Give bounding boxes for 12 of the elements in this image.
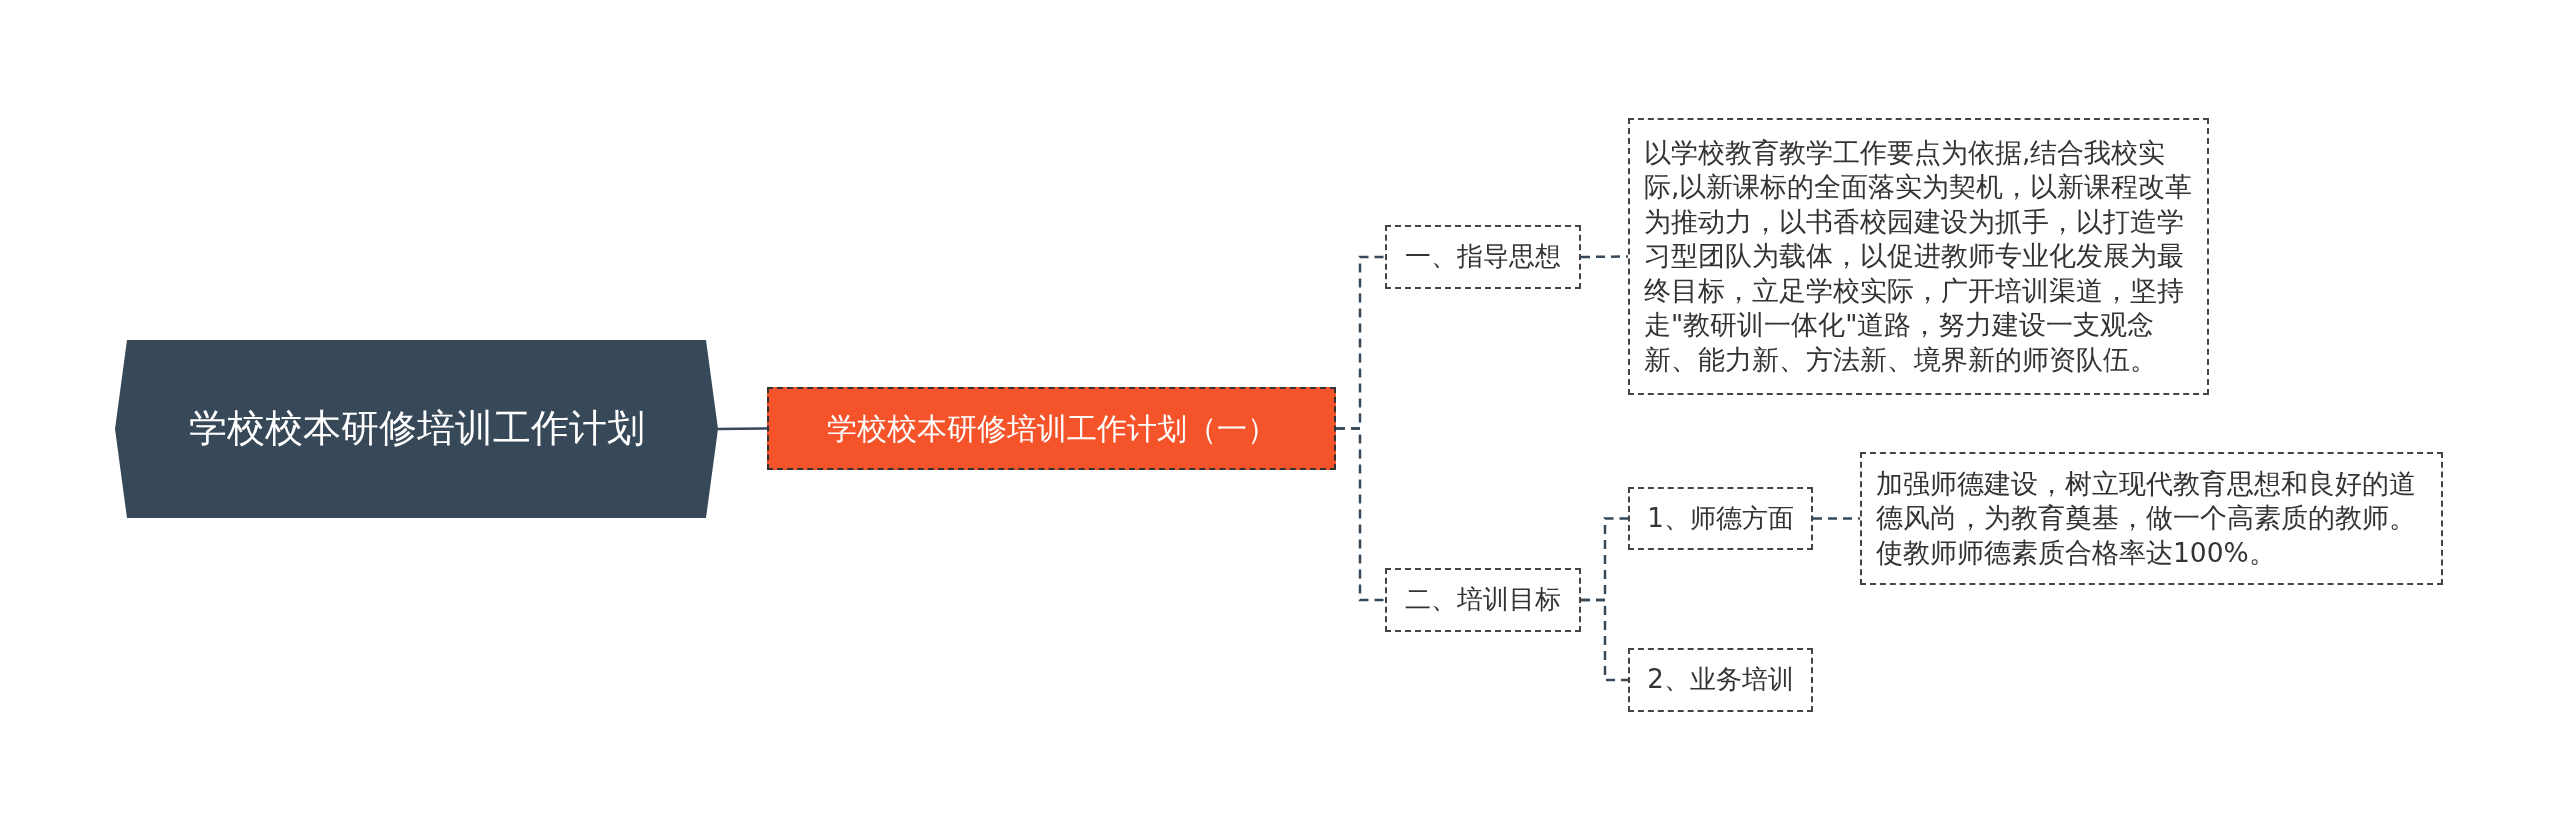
text-box: 加强师德建设，树立现代教育思想和良好的道德风尚，为教育奠基，做一个高素质的教师。使教师师德素质合格率达100%。	[1860, 452, 2443, 585]
connector-line	[718, 427, 767, 431]
subtopic-box: 1、师德方面	[1628, 487, 1813, 550]
connector-line	[1581, 255, 1628, 259]
text-box: 以学校教育教学工作要点为依据,结合我校实际,以新课标的全面落实为契机，以新课程改革为推动力，以书香校园建设为抓手，以打造学习型团队为载体，以促进教师专业化发展为最终目标，立足学校实际，广开培训渠道，坚持走"教研训一体化"道路，努力建设一支观念新、能力新、方法新、境界新的师资队伍。	[1628, 118, 2209, 395]
subtopic-box: 一、指导思想	[1385, 225, 1581, 289]
connector-line	[1581, 598, 1628, 682]
branch-box: 学校校本研修培训工作计划（一）	[767, 387, 1336, 470]
subtopic-box: 2、业务培训	[1628, 648, 1813, 712]
subtopic-box: 二、培训目标	[1385, 568, 1581, 632]
connector-line	[1336, 427, 1385, 602]
connector-line	[1813, 517, 1860, 520]
